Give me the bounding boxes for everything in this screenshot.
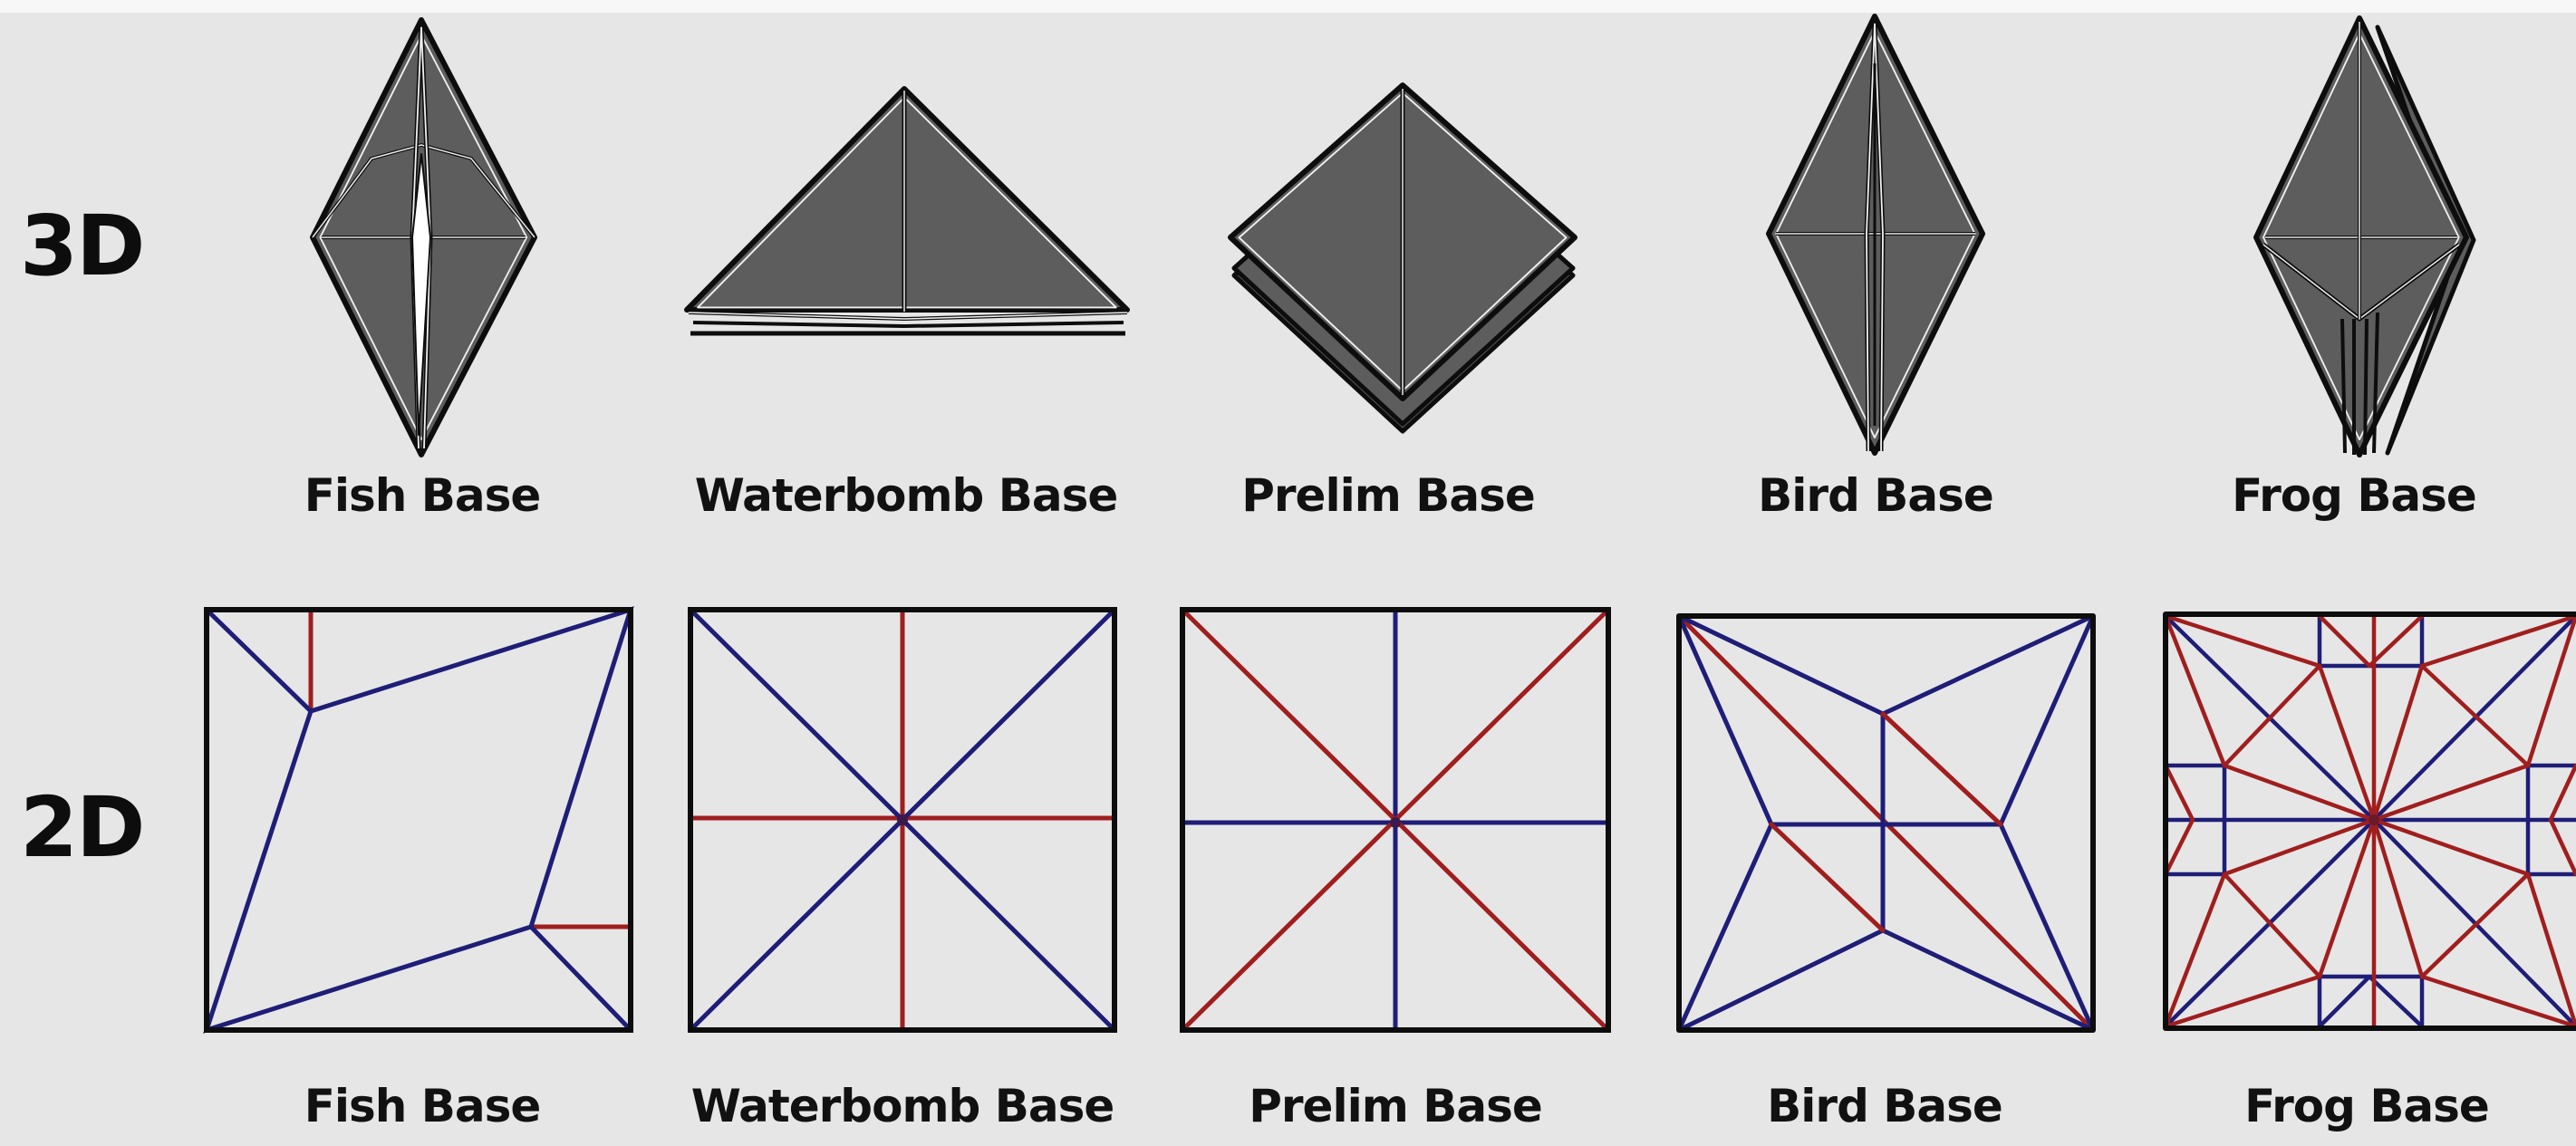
caption-3d-prelim: Prelim Base [1241,469,1536,522]
caption-2d-frog: Frog Base [2244,1080,2490,1132]
bird-base-crease-pattern [1676,613,2096,1033]
caption-2d-bird: Bird Base [1767,1080,2003,1132]
fish-base-crease-pattern [203,606,634,1034]
row-label-2d: 2D [20,779,145,876]
caption-3d-frog: Frog Base [2232,469,2477,522]
frog-base-3d-model [2253,15,2476,457]
row-label-3d: 3D [20,197,145,294]
caption-3d-fish: Fish Base [304,469,542,522]
waterbomb-base-crease-pattern [688,607,1117,1033]
caption-2d-prelim: Prelim Base [1249,1080,1543,1132]
caption-2d-fish: Fish Base [304,1080,542,1132]
top-strip [0,0,2576,13]
caption-3d-bird: Bird Base [1758,469,1994,522]
prelim-base-3d-model [1228,82,1577,434]
frog-base-crease-pattern [2163,612,2576,1031]
fish-base-3d-model [310,17,537,457]
caption-3d-waterbomb: Waterbomb Base [694,469,1119,522]
waterbomb-base-3d-model [684,86,1130,336]
caption-2d-waterbomb: Waterbomb Base [690,1080,1115,1132]
prelim-base-crease-pattern [1180,607,1611,1033]
bird-base-3d-model [1766,14,1985,456]
